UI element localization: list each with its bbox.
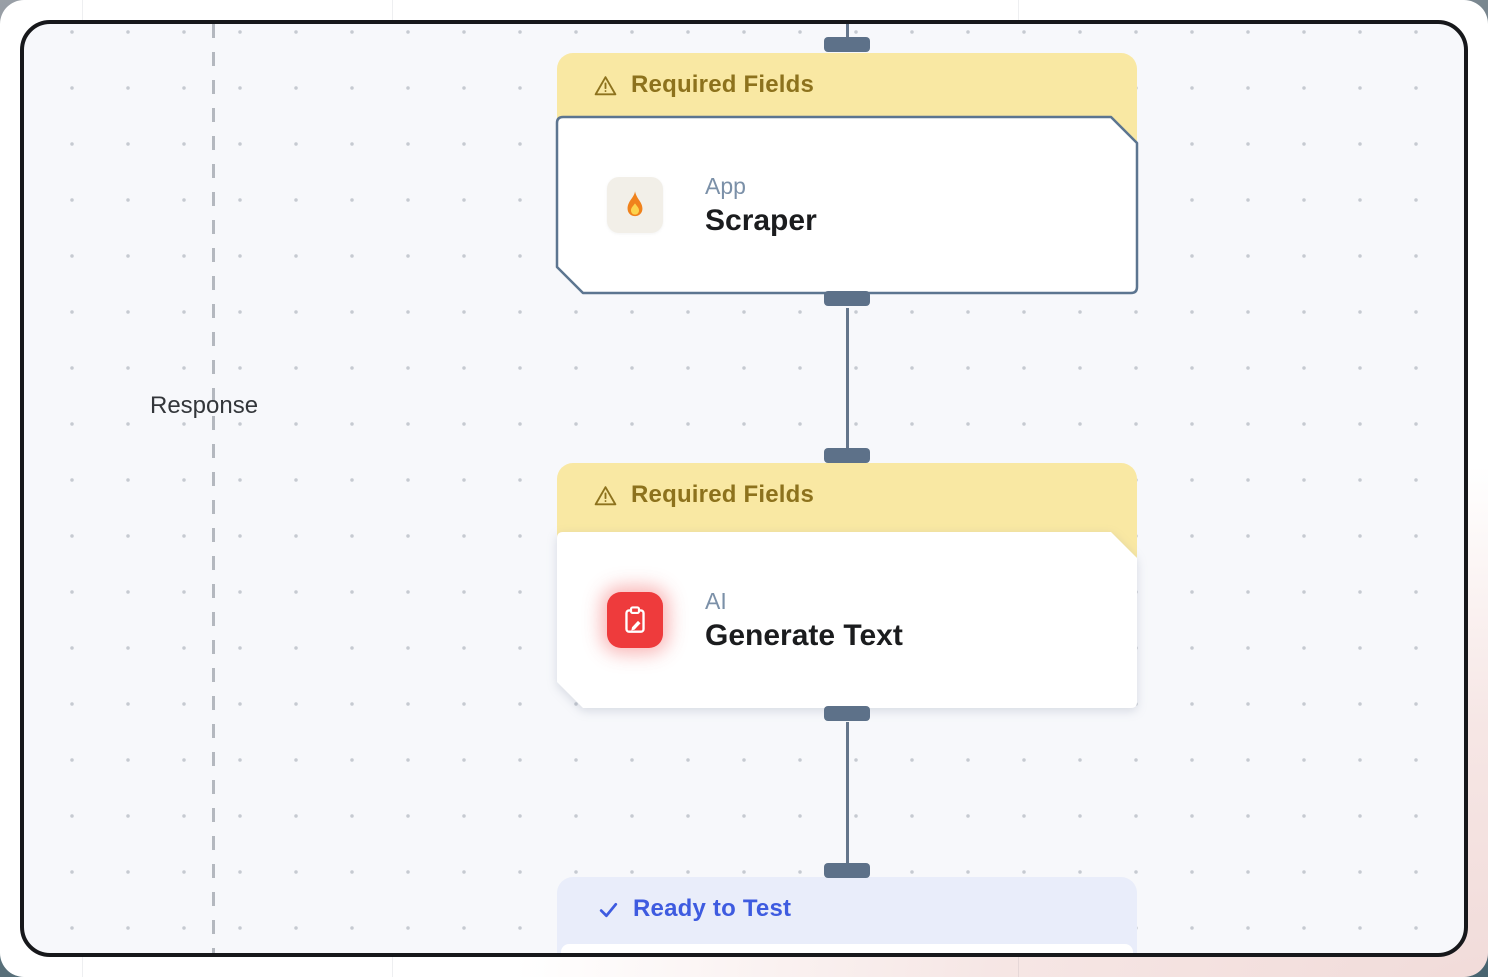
edge-generate-text-to-next [846, 722, 849, 864]
node-shape [555, 115, 1139, 295]
status-banner-label: Required Fields [631, 481, 815, 508]
status-banner-label: Ready to Test [633, 895, 792, 922]
edge-scraper-to-generate-text [846, 308, 849, 450]
handle-generate-text-top[interactable] [824, 448, 870, 463]
flame-icon [627, 191, 643, 217]
workflow-canvas[interactable]: Response Required Fields [20, 20, 1468, 957]
warning-triangle-icon [594, 75, 617, 95]
node-title: Scraper [705, 203, 817, 237]
status-banner-ready: Ready to Test [557, 877, 1137, 953]
node-icon-tile [607, 177, 663, 233]
status-banner-label: Required Fields [631, 71, 815, 98]
node-generate-text[interactable]: Required Fields [557, 463, 1137, 708]
node-title: Generate Text [705, 618, 903, 652]
handle-generate-text-bottom[interactable] [824, 706, 870, 721]
node-shape [557, 532, 1137, 708]
response-divider-dashed-line [212, 24, 215, 953]
response-label: Response [150, 392, 259, 419]
clipboard-edit-icon [625, 606, 645, 633]
node-category: AI [705, 587, 727, 614]
handle-scraper-bottom[interactable] [824, 291, 870, 306]
node-body: App Scraper [555, 115, 1139, 295]
node-ready-to-test[interactable]: Ready to Test [557, 877, 1137, 953]
handle-scraper-top[interactable] [824, 37, 870, 52]
node-icon-tile [607, 592, 663, 648]
handle-next-node-top[interactable] [824, 863, 870, 878]
warning-triangle-icon [594, 485, 617, 505]
edge-incoming [846, 24, 849, 38]
node-category: App [705, 172, 746, 199]
node-scraper[interactable]: Required Fields App [555, 53, 1139, 295]
check-icon [599, 902, 618, 917]
node-body [561, 944, 1133, 953]
node-body: AI Generate Text [557, 532, 1137, 708]
